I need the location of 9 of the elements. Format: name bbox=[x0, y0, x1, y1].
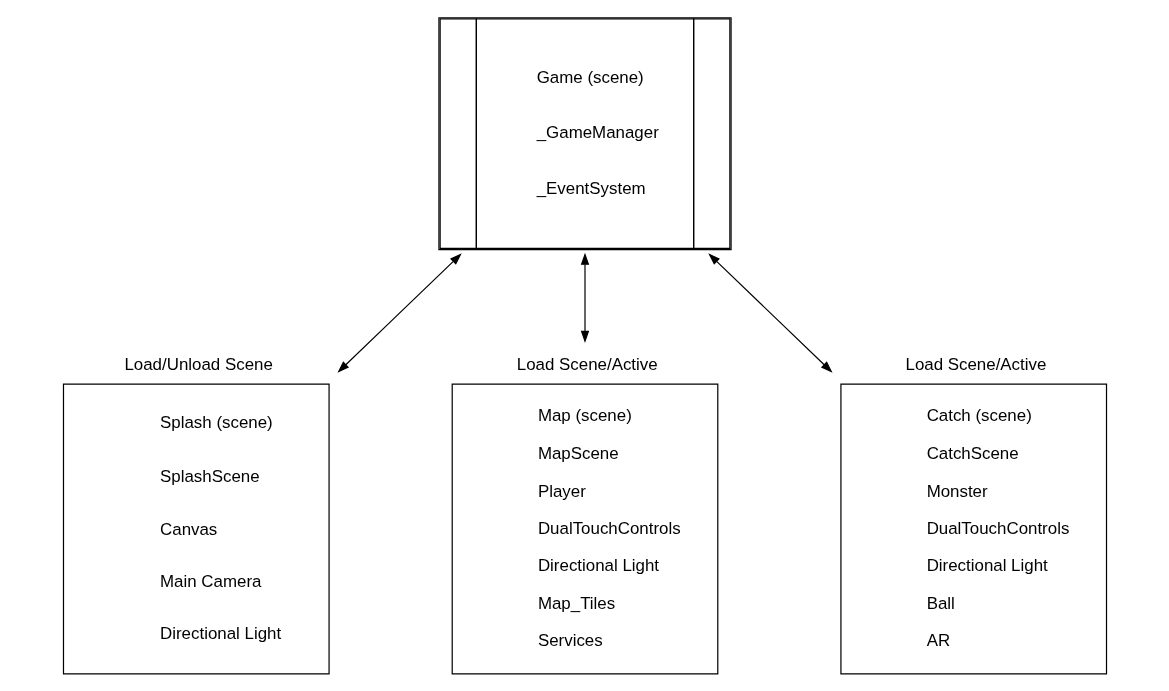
node-label: Load/Unload Scene bbox=[123, 354, 273, 374]
node-box: Catch (scene) CatchScene Monster DualTouchControls Directional Light Ball AR bbox=[839, 383, 1107, 675]
arrow bbox=[707, 253, 833, 373]
node-label: Load Scene/Active bbox=[905, 354, 1046, 374]
arrow bbox=[336, 253, 462, 373]
node-label: Load Scene/Active bbox=[516, 354, 658, 374]
arrow bbox=[580, 252, 589, 343]
node-box: Map (scene) MapScene Player DualTouchControls Directional Light Map_Tiles Services bbox=[451, 383, 718, 675]
node-box: Splash (scene) SplashScene Canvas Main Camera Directional Light bbox=[62, 383, 330, 675]
